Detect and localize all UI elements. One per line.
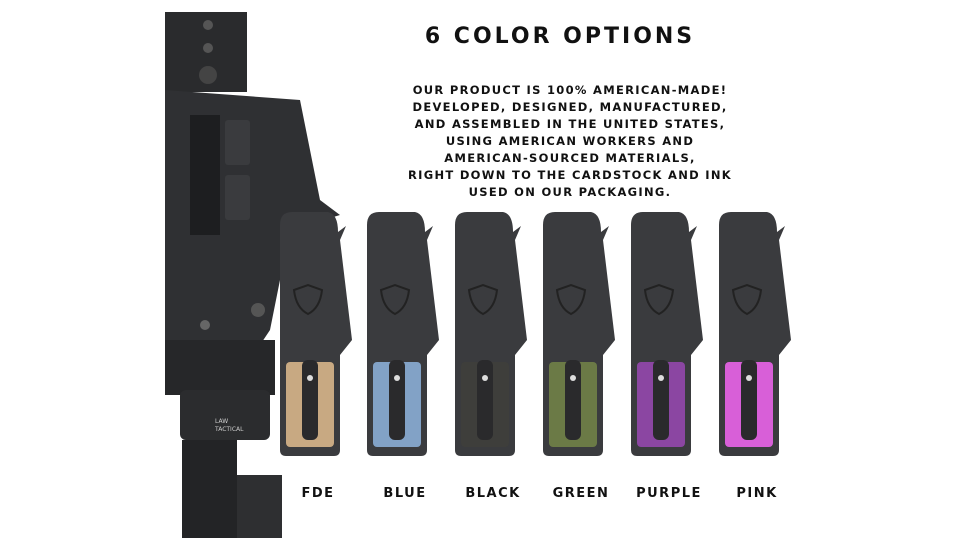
release-slot — [565, 360, 581, 440]
description-line: USED ON OUR PACKAGING. — [468, 185, 672, 199]
color-label-pink: PINK — [736, 486, 778, 501]
screw — [482, 375, 488, 381]
grip-blue — [367, 212, 439, 456]
screw — [307, 375, 313, 381]
release-slot — [389, 360, 405, 440]
description-line: DEVELOPED, DESIGNED, MANUFACTURED, — [412, 100, 728, 114]
rifle-image: LAW TACTICAL — [165, 12, 340, 538]
shield-logo-icon — [555, 283, 587, 316]
color-label-purple: PURPLE — [636, 486, 702, 501]
rifle-marking: TACTICAL — [214, 426, 244, 433]
color-label-fde: FDE — [301, 486, 335, 501]
product-description: OUR PRODUCT IS 100% AMERICAN-MADE! DEVEL… — [360, 82, 780, 201]
release-slot — [302, 360, 318, 440]
grip-fde — [280, 212, 352, 456]
release-slot — [741, 360, 757, 440]
rifle-marking: LAW — [215, 418, 228, 425]
shield-logo-icon — [731, 283, 763, 316]
shield-logo-icon — [467, 283, 499, 316]
shield-logo-icon — [643, 283, 675, 316]
screw — [658, 375, 664, 381]
description-line: RIGHT DOWN TO THE CARDSTOCK AND INK — [407, 168, 733, 182]
color-labels: FDE BLUE BLACK GREEN PURPLE PINK — [0, 486, 978, 506]
page-title: 6 COLOR OPTIONS — [424, 24, 696, 49]
color-label-blue: BLUE — [383, 486, 427, 501]
description-line: USING AMERICAN WORKERS AND — [445, 134, 695, 148]
release-slot — [477, 360, 493, 440]
shield-logo-icon — [379, 283, 411, 316]
color-label-black: BLACK — [465, 486, 521, 501]
screw — [570, 375, 576, 381]
grip-black — [455, 212, 527, 456]
grip-purple — [631, 212, 703, 456]
description-line: AND ASSEMBLED IN THE UNITED STATES, — [414, 117, 726, 131]
color-label-green: GREEN — [552, 486, 610, 501]
screw — [746, 375, 752, 381]
release-slot — [653, 360, 669, 440]
shield-logo-icon — [292, 283, 324, 316]
grip-pink — [719, 212, 791, 456]
description-line: AMERICAN-SOURCED MATERIALS, — [444, 151, 696, 165]
description-line: OUR PRODUCT IS 100% AMERICAN-MADE! — [412, 83, 728, 97]
grip-green — [543, 212, 615, 456]
screw — [394, 375, 400, 381]
